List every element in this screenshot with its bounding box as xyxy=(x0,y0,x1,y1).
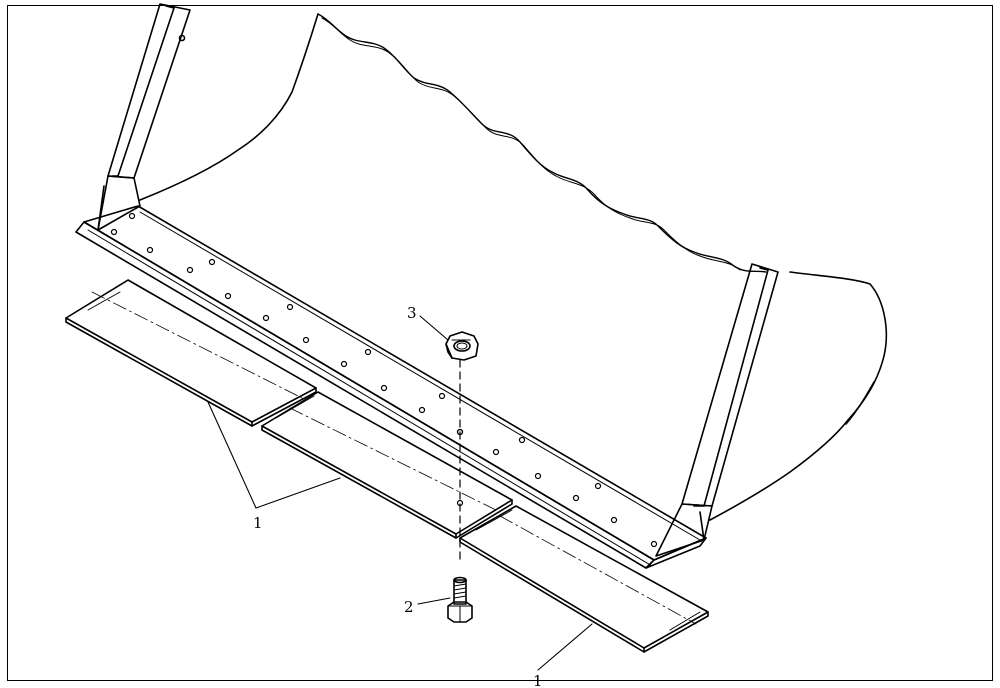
cutting-edge-middle xyxy=(261,391,513,539)
bucket-back-wall xyxy=(139,13,888,521)
bolt-part xyxy=(447,576,473,623)
leader-callout-1-b xyxy=(255,477,341,509)
callout-3: 3 xyxy=(407,304,417,322)
cutting-edge-left xyxy=(65,279,317,427)
cutting-edge-bolt-hole xyxy=(456,428,464,436)
leader-callout-3 xyxy=(419,315,449,341)
callout-1: 1 xyxy=(253,514,263,532)
leader-callout-1-a xyxy=(207,401,257,509)
right-side-plate xyxy=(655,263,779,557)
callout-2: 2 xyxy=(404,598,414,616)
leader-callout-1b xyxy=(537,623,593,671)
base-edge-holes xyxy=(110,212,658,548)
drawing-border xyxy=(7,5,993,681)
nut-part xyxy=(445,331,479,361)
cutting-edge-bolt-hole-2 xyxy=(456,499,464,507)
left-side-plate xyxy=(97,3,191,231)
callout-1-lower: 1 xyxy=(533,672,543,688)
leader-callout-2 xyxy=(417,597,451,605)
base-edge-plate xyxy=(75,205,707,569)
leader-lines xyxy=(207,315,593,671)
